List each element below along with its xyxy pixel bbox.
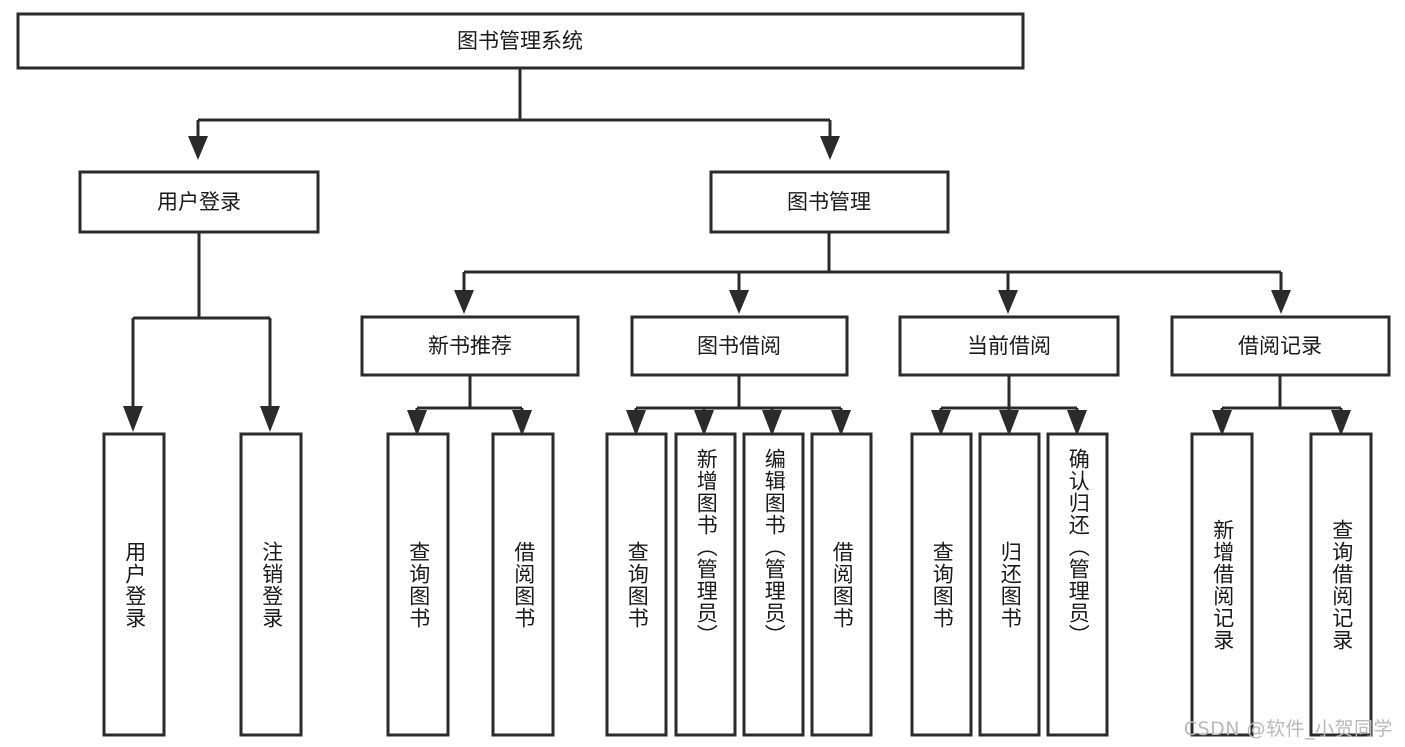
leaf-label: 新增图书（管理员） <box>694 448 719 646</box>
arrow-borrow-record-leaf2 <box>1331 410 1351 436</box>
arrow-new-book-leaf2 <box>512 410 532 436</box>
leaf-borrow-record-1[interactable]: 新增借阅记录 <box>1192 434 1252 735</box>
leaf-label: 查询图书 <box>406 540 431 629</box>
leaf-label: 用户登录 <box>122 540 147 629</box>
leaf-box-book-borrow-4[interactable] <box>810 432 873 737</box>
leaf-user-login-2[interactable]: 注销登录 <box>241 434 301 735</box>
leaf-box-current-borrow-3[interactable] <box>1046 432 1109 737</box>
arrow-user-login-leaf2 <box>260 406 280 432</box>
leaf-label: 查询图书 <box>930 540 955 629</box>
node-root[interactable]: 图书管理系统 <box>16 12 1025 70</box>
leaf-label: 确认归还（管理员） <box>1066 448 1091 646</box>
node-current-borrow[interactable]: 当前借阅 <box>898 315 1120 377</box>
node-new-book-recommend[interactable]: 新书推荐 <box>360 315 580 377</box>
book-borrow-box[interactable] <box>630 315 849 377</box>
leaf-label: 编辑图书（管理员） <box>762 448 787 646</box>
leaf-box-user-login-1[interactable] <box>102 432 166 737</box>
leaf-current-borrow-1[interactable]: 查询图书 <box>912 434 971 735</box>
leaf-label: 借阅图书 <box>830 540 855 629</box>
root-label: 图书管理系统 <box>457 29 583 53</box>
new-book-recommend-label: 新书推荐 <box>428 334 512 358</box>
leaf-book-borrow-4[interactable]: 借阅图书 <box>812 434 871 735</box>
book-borrow-label: 图书借阅 <box>697 334 781 358</box>
leaf-box-current-borrow-1[interactable] <box>910 432 973 737</box>
arrow-book-borrow-leaf2 <box>694 410 714 436</box>
arrow-to-user-login <box>188 136 208 160</box>
book-management-label: 图书管理 <box>787 190 871 214</box>
leaf-box-book-borrow-1[interactable] <box>605 432 668 737</box>
leaf-book-borrow-1[interactable]: 查询图书 <box>607 434 666 735</box>
arrow-borrow-record-leaf1 <box>1212 410 1232 436</box>
node-user-login[interactable]: 用户登录 <box>78 170 320 234</box>
leaf-label: 查询借阅记录 <box>1329 518 1354 651</box>
leaf-current-borrow-2[interactable]: 归还图书 <box>980 434 1039 735</box>
new-book-recommend-box[interactable] <box>360 315 580 377</box>
leaf-label: 归还图书 <box>998 540 1023 629</box>
user-login-label: 用户登录 <box>157 190 241 214</box>
arrow-book-borrow-leaf1 <box>626 410 646 436</box>
arrow-to-current-borrow <box>998 290 1018 314</box>
arrow-user-login-leaf1 <box>123 406 143 432</box>
arrow-new-book-leaf1 <box>407 410 427 436</box>
leaf-new-book-1[interactable]: 查询图书 <box>388 434 448 735</box>
leaf-label: 借阅图书 <box>511 540 536 629</box>
leaf-book-borrow-2[interactable]: 新增图书（管理员） <box>676 434 735 735</box>
arrow-book-borrow-leaf3 <box>762 410 782 436</box>
leaf-new-book-2[interactable]: 借阅图书 <box>493 434 553 735</box>
leaf-box-book-borrow-2[interactable] <box>674 432 737 737</box>
leaf-box-book-borrow-3[interactable] <box>742 432 805 737</box>
leaf-label: 查询图书 <box>625 540 650 629</box>
current-borrow-box[interactable] <box>898 315 1120 377</box>
arrow-current-borrow-leaf2 <box>999 410 1019 436</box>
arrow-to-book-borrow <box>729 290 749 314</box>
arrow-book-borrow-leaf4 <box>831 410 851 436</box>
leaf-book-borrow-3[interactable]: 编辑图书（管理员） <box>744 434 803 735</box>
root-box[interactable] <box>16 12 1025 70</box>
leaf-box-borrow-record-2[interactable] <box>1309 432 1373 737</box>
node-book-borrow[interactable]: 图书借阅 <box>630 315 849 377</box>
leaf-box-new-book-2[interactable] <box>491 432 555 737</box>
arrow-to-borrow-record <box>1271 290 1291 314</box>
arrow-to-new-book <box>454 290 474 314</box>
arrow-current-borrow-leaf1 <box>931 410 951 436</box>
node-book-management[interactable]: 图书管理 <box>709 170 950 234</box>
leaf-box-new-book-1[interactable] <box>386 432 450 737</box>
node-borrow-record[interactable]: 借阅记录 <box>1170 315 1391 377</box>
leaf-user-login-1[interactable]: 用户登录 <box>104 434 164 735</box>
arrow-to-book-mgmt <box>820 136 840 160</box>
leaf-box-borrow-record-1[interactable] <box>1190 432 1254 737</box>
current-borrow-label: 当前借阅 <box>967 334 1051 358</box>
arrow-current-borrow-leaf3 <box>1067 410 1087 436</box>
leaf-box-user-login-2[interactable] <box>239 432 303 737</box>
leaf-borrow-record-2[interactable]: 查询借阅记录 <box>1311 434 1371 735</box>
csdn-watermark: CSDN @软件_小贺同学 <box>1183 718 1393 740</box>
leaf-label: 注销登录 <box>259 540 284 629</box>
leaf-label: 新增借阅记录 <box>1210 518 1235 651</box>
leaf-box-current-borrow-2[interactable] <box>978 432 1041 737</box>
leaf-current-borrow-3[interactable]: 确认归还（管理员） <box>1048 434 1107 735</box>
borrow-record-label: 借阅记录 <box>1238 334 1322 358</box>
